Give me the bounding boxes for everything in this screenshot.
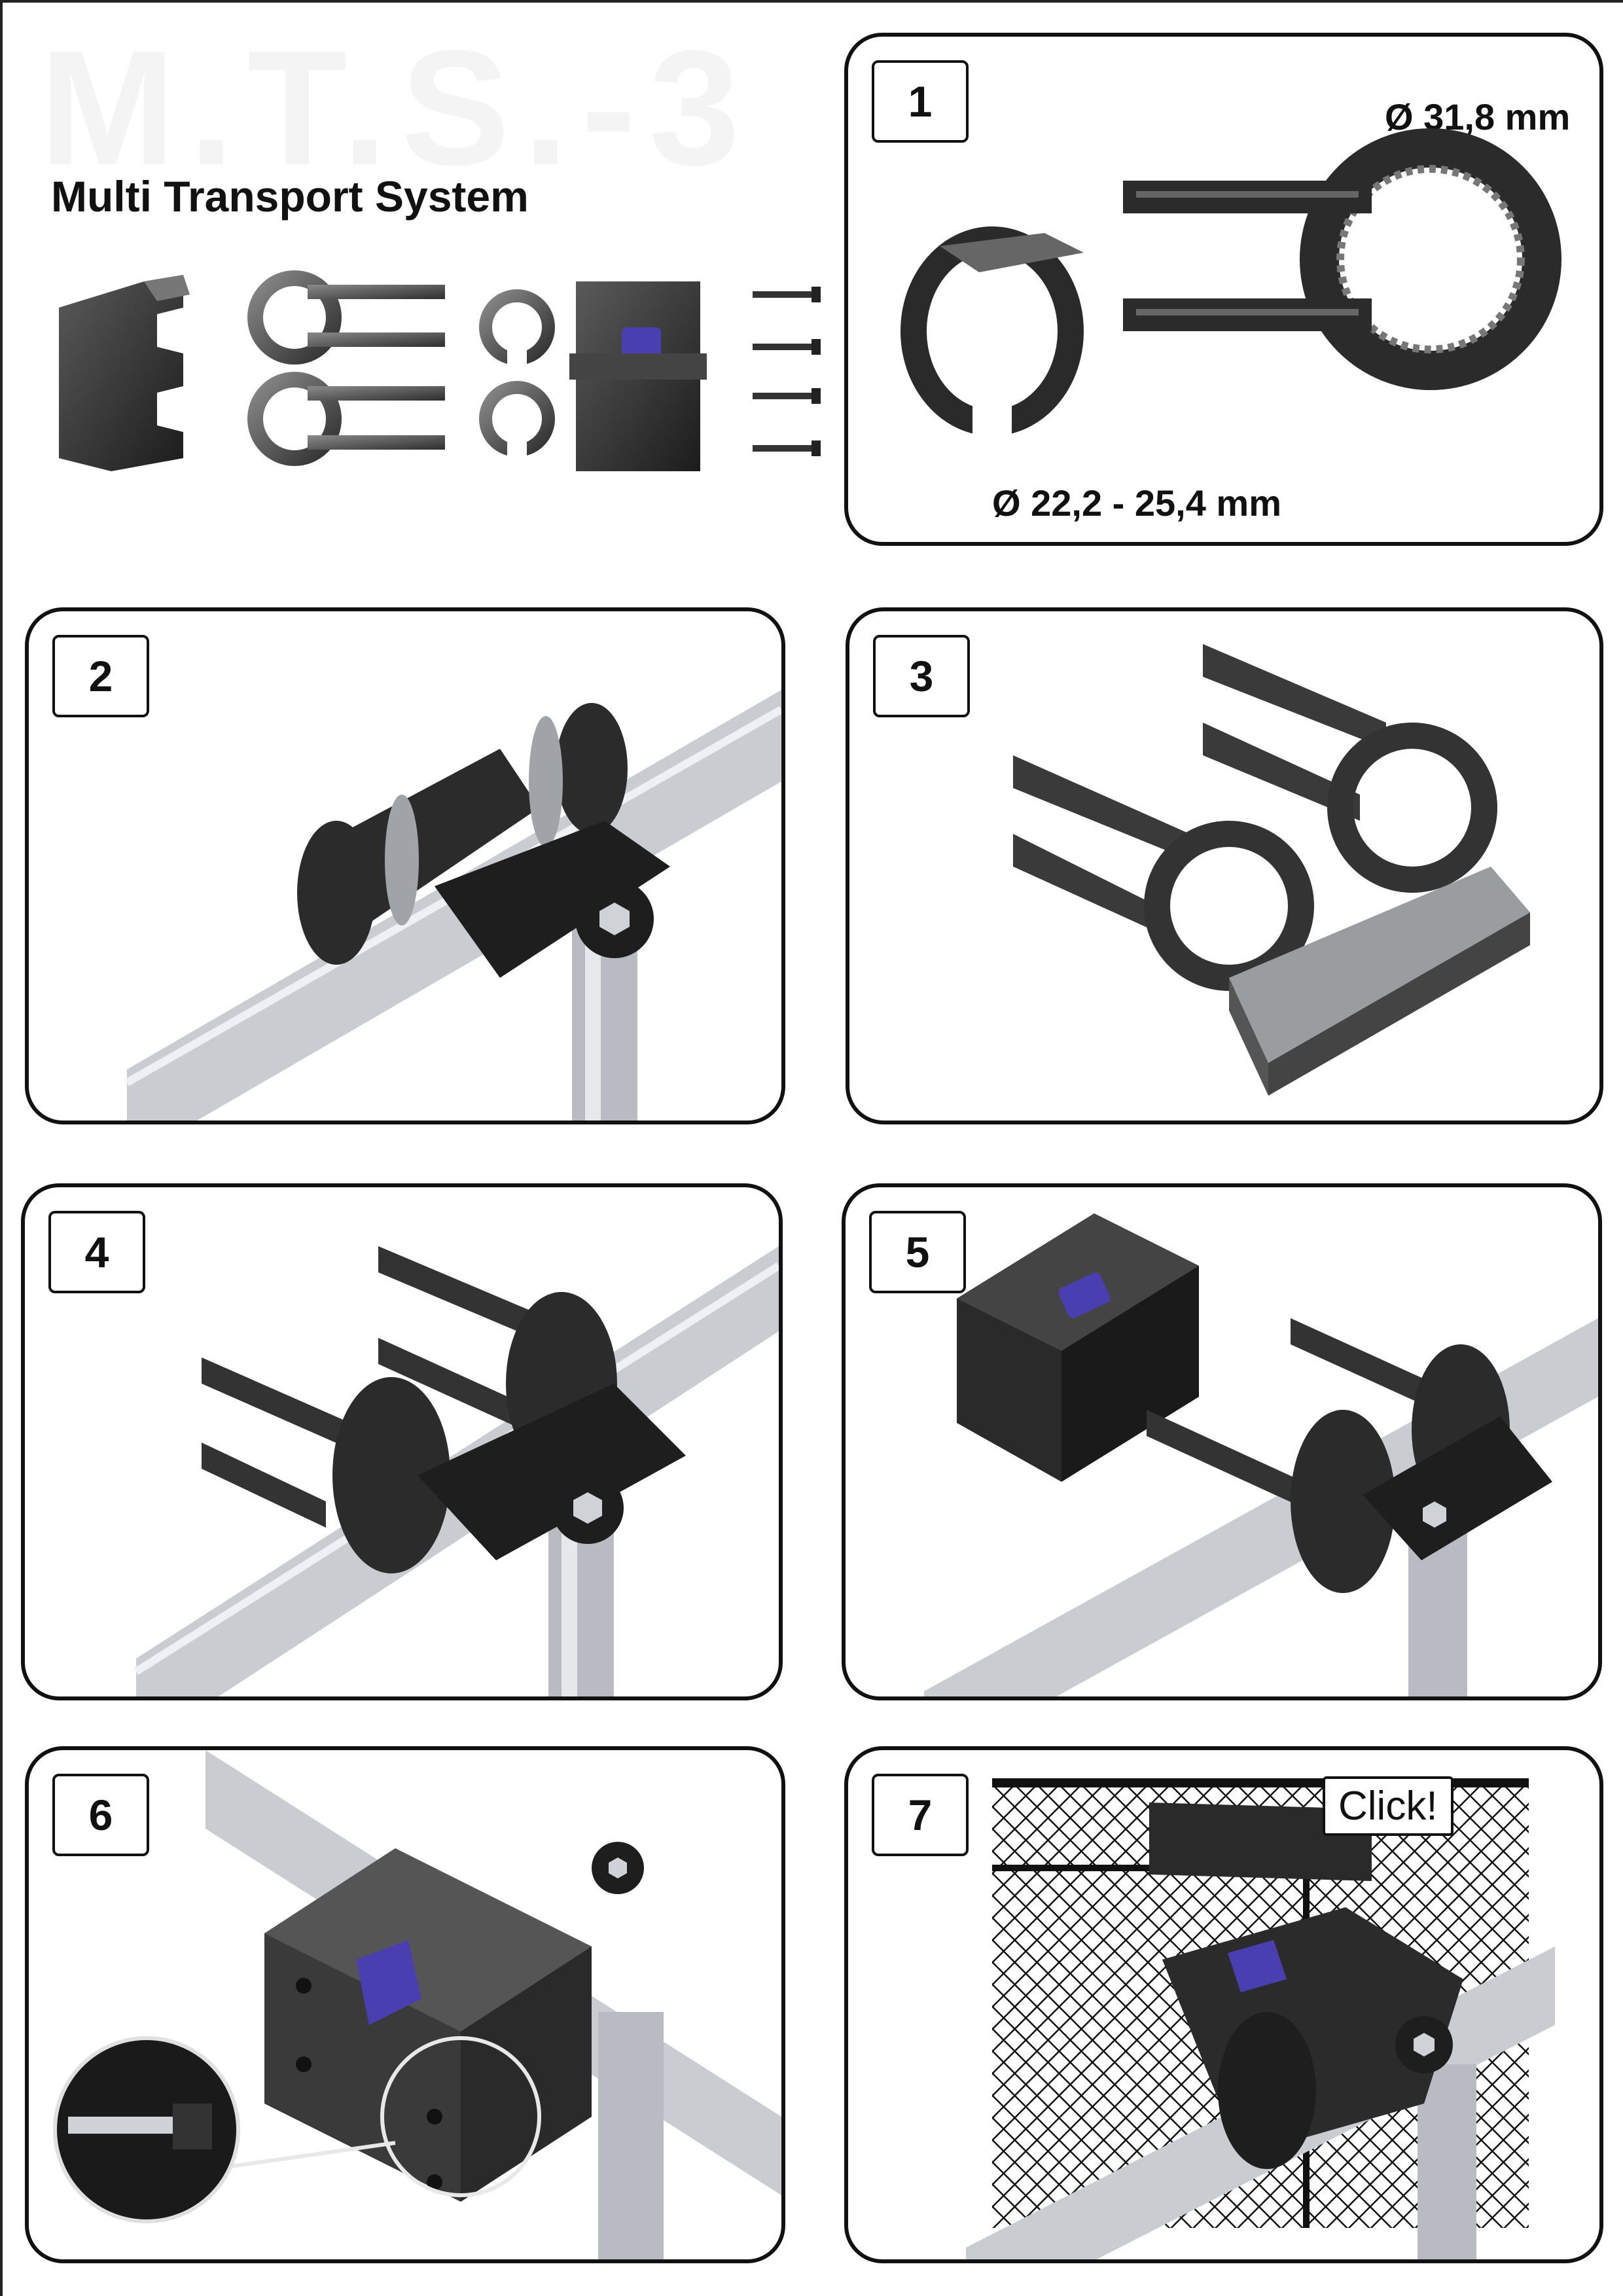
parts-overview (46, 255, 831, 491)
step-number: 7 (872, 1774, 969, 1856)
step-6-panel: 6 (25, 1746, 785, 2263)
step-number: 6 (52, 1774, 149, 1856)
step-1-panel: 1 Ø 31,8 mm Ø 22,2 - 25,4 mm (844, 33, 1603, 546)
clamp-icon (1123, 128, 1561, 390)
step-5-panel: 5 (842, 1183, 1602, 1700)
clamp-icon (247, 270, 445, 466)
clamp-icon (297, 703, 670, 978)
step-number: 3 (873, 635, 970, 717)
step-3-panel: 3 (846, 607, 1603, 1124)
step-number: 4 (48, 1211, 145, 1293)
bracket-icon (1229, 867, 1530, 1096)
step-2-panel: 2 (25, 607, 785, 1124)
step-number: 5 (869, 1211, 966, 1293)
click-callout: Click! (1323, 1776, 1454, 1836)
clamp-icon (1147, 1318, 1552, 1593)
adapter-icon (1162, 1907, 1463, 2169)
adapter-icon (957, 1213, 1199, 1482)
shim-icon (901, 226, 1084, 456)
hex-key-icon (53, 2036, 240, 2223)
shim-icon (479, 289, 555, 465)
page-title: Multi Transport System (51, 172, 529, 221)
step-number: 2 (52, 635, 149, 717)
watermark: M.T.S.-3 (39, 16, 753, 199)
clamp-icon (202, 1246, 686, 1573)
step-4-panel: 4 (21, 1183, 783, 1700)
step-number: 1 (872, 60, 969, 143)
step-7-panel: 7 Click! (844, 1746, 1603, 2263)
adapter-icon (264, 1842, 644, 2202)
bracket-icon (59, 275, 190, 471)
screw-icon (753, 287, 821, 456)
clamp-icon (1013, 644, 1497, 991)
adapter-icon (569, 281, 707, 471)
dimension-small: Ø 22,2 - 25,4 mm (992, 482, 1282, 524)
